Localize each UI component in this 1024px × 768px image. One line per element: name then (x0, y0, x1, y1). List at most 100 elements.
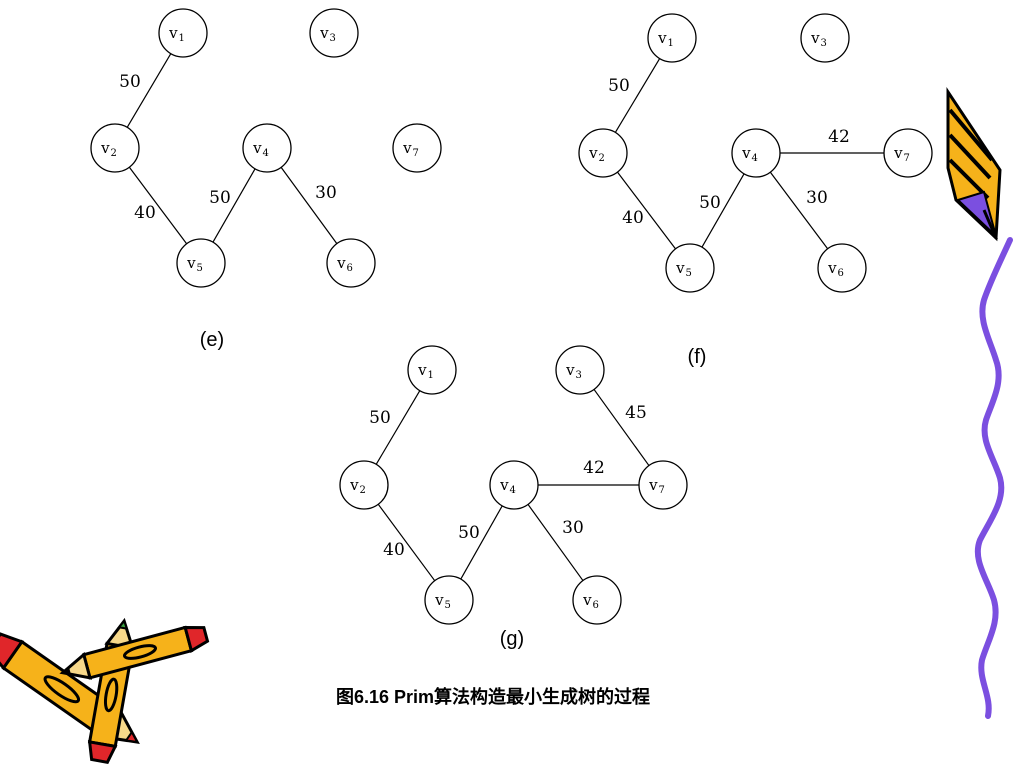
node-v1: v1 (647, 13, 697, 63)
node-v7: v7 (638, 460, 688, 510)
node-circle (555, 345, 605, 395)
node-v5: v5 (176, 238, 226, 288)
node-label: v1 (168, 24, 185, 44)
node-v3: v3 (555, 345, 605, 395)
node-v6: v6 (817, 243, 867, 293)
figure-caption: 图6.16 Prim算法构造最小生成树的过程 (336, 686, 650, 707)
edge-weight-v1-v2: 50 (608, 76, 630, 96)
node-v3: v3 (800, 13, 850, 63)
node-circle (326, 238, 376, 288)
node-v3: v3 (309, 8, 359, 58)
node-circle (489, 460, 539, 510)
node-v4: v4 (489, 460, 539, 510)
edge-v4-v6 (527, 504, 584, 581)
node-circle (176, 238, 226, 288)
edge-v1-v2 (375, 390, 421, 465)
node-v7: v7 (883, 128, 933, 178)
edge-v4-v6 (280, 167, 338, 244)
panel-g: v1 v3 v2 v4 v7 v5 v6 50 40 50 30 42 45 (339, 345, 688, 625)
panel-label-g: (g) (500, 628, 524, 650)
edge-weight-v4-v7: 42 (583, 458, 605, 478)
node-label: v3 (319, 24, 336, 44)
node-circle (309, 8, 359, 58)
node-v1: v1 (407, 345, 457, 395)
edge-weight-v1-v2: 50 (369, 408, 391, 428)
panel-label-e: (e) (200, 329, 224, 351)
node-circle (339, 460, 389, 510)
node-circle (800, 13, 850, 63)
node-circle (638, 460, 688, 510)
edge-weight-v5-v4: 50 (458, 523, 480, 543)
node-circle (572, 575, 622, 625)
node-label: v5 (675, 259, 692, 279)
node-circle (817, 243, 867, 293)
edge-v4-v6 (769, 171, 829, 250)
node-label: v1 (657, 29, 674, 49)
node-v4: v4 (731, 128, 781, 178)
crossed-pencils-icon (0, 617, 210, 764)
node-label: v6 (336, 254, 353, 274)
edge-v1-v2 (614, 58, 661, 133)
node-v6: v6 (572, 575, 622, 625)
node-v1: v1 (158, 8, 208, 58)
edge-v2-v5 (377, 503, 436, 582)
squiggle-line (974, 237, 1013, 719)
edge-v3-v7 (593, 389, 650, 466)
panel-label-f: (f) (688, 346, 707, 368)
panel-f: v1 v3 v2 v4 v7 v5 v6 50 40 50 30 42 (578, 13, 933, 293)
node-label: v2 (349, 476, 366, 496)
edge-v5-v4 (701, 173, 745, 248)
node-label: v3 (565, 361, 582, 381)
node-v5: v5 (424, 575, 474, 625)
node-v4: v4 (242, 123, 292, 173)
node-label: v4 (252, 139, 269, 159)
edge-v1-v2 (126, 53, 172, 128)
node-label: v5 (186, 254, 203, 274)
edge-weight-v4-v6: 30 (806, 188, 828, 208)
node-label: v5 (434, 591, 451, 611)
node-v5: v5 (665, 243, 715, 293)
node-v2: v2 (339, 460, 389, 510)
node-label: v2 (100, 139, 117, 159)
node-circle (158, 8, 208, 58)
edge-weight-v2-v5: 40 (383, 540, 405, 560)
node-circle (407, 345, 457, 395)
node-v6: v6 (326, 238, 376, 288)
node-label: v3 (810, 29, 827, 49)
edge-weight-v3-v7: 45 (625, 403, 647, 423)
edge-v5-v4 (460, 505, 503, 580)
node-label: v7 (893, 144, 910, 164)
node-circle (392, 123, 442, 173)
node-v2: v2 (578, 128, 628, 178)
node-label: v1 (417, 361, 434, 381)
edge-v2-v5 (128, 166, 188, 245)
node-v7: v7 (392, 123, 442, 173)
node-circle (578, 128, 628, 178)
node-label: v4 (499, 476, 516, 496)
edge-v5-v4 (212, 168, 256, 243)
edge-weight-v5-v4: 50 (699, 193, 721, 213)
node-label: v2 (588, 144, 605, 164)
node-circle (90, 123, 140, 173)
node-label: v6 (827, 259, 844, 279)
node-circle (647, 13, 697, 63)
pen-icon (946, 87, 1002, 242)
node-label: v6 (582, 591, 599, 611)
edge-weight-v4-v7: 42 (828, 127, 850, 147)
edge-weight-v4-v6: 30 (562, 518, 584, 538)
edge-weight-v2-v5: 40 (134, 203, 156, 223)
node-circle (731, 128, 781, 178)
node-v2: v2 (90, 123, 140, 173)
node-circle (665, 243, 715, 293)
edge-weight-v5-v4: 50 (209, 188, 231, 208)
node-circle (424, 575, 474, 625)
edge-weight-v2-v5: 40 (622, 208, 644, 228)
node-circle (883, 128, 933, 178)
edge-weight-v4-v6: 30 (315, 183, 337, 203)
edge-v2-v5 (617, 171, 676, 250)
node-circle (242, 123, 292, 173)
node-label: v4 (741, 144, 758, 164)
